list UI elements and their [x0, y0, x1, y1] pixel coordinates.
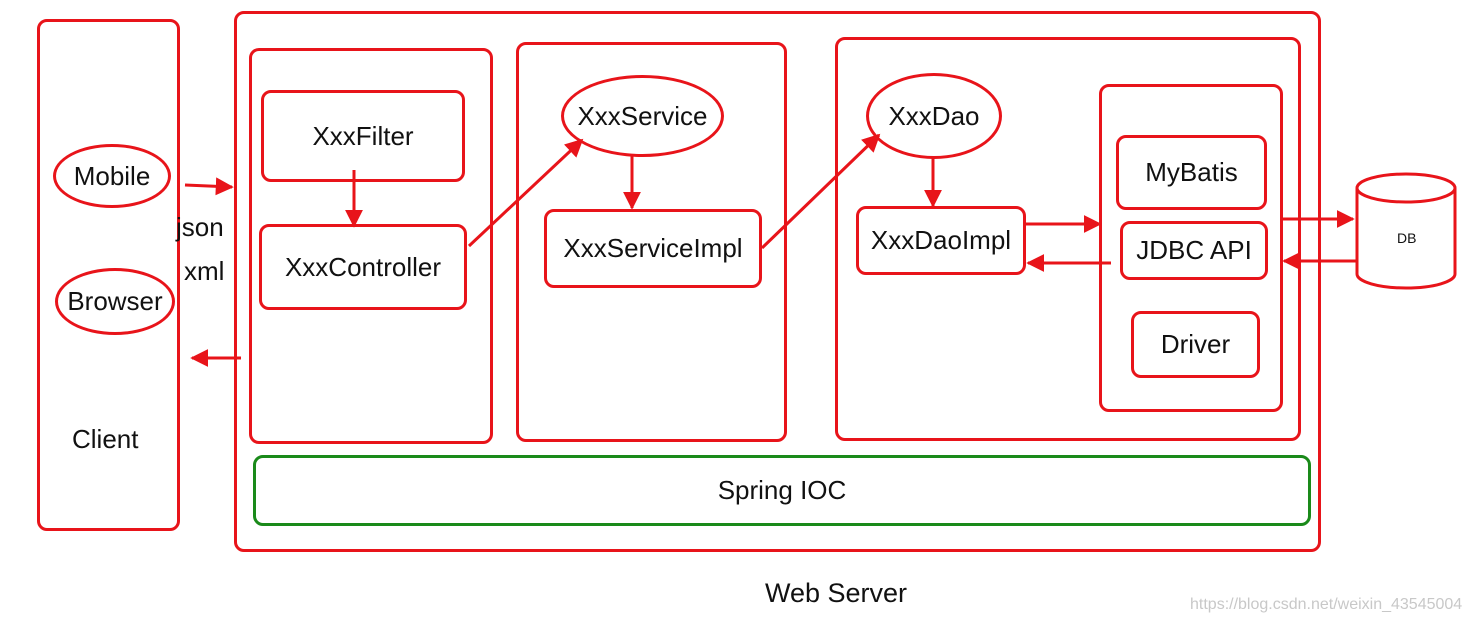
browser-node: Browser [55, 268, 175, 335]
spring-ioc-label: Spring IOC [717, 475, 847, 505]
service-impl-label: XxxServiceImpl [563, 233, 743, 263]
mobile-node: Mobile [53, 144, 171, 208]
service-label: XxxService [577, 100, 708, 131]
dao-impl-node: XxxDaoImpl [856, 206, 1026, 275]
jdbc-label: JDBC API [1136, 235, 1252, 265]
mybatis-node: MyBatis [1116, 135, 1267, 210]
service-impl-node: XxxServiceImpl [544, 209, 762, 288]
filter-label: XxxFilter [312, 120, 414, 151]
service-node: XxxService [561, 75, 724, 157]
controller-label: XxxController [284, 251, 442, 282]
xml-label: xml [184, 256, 225, 286]
db-label: DB [1397, 230, 1417, 246]
mybatis-label: MyBatis [1145, 157, 1238, 187]
watermark-text: https://blog.csdn.net/weixin_43545004 [1190, 596, 1463, 613]
browser-label: Browser [67, 286, 163, 316]
client-label: Client [72, 424, 139, 454]
mobile-label: Mobile [73, 160, 151, 191]
controller-node: XxxController [259, 224, 467, 310]
jdbc-node: JDBC API [1120, 221, 1268, 280]
web-server-caption: Web Server [765, 578, 908, 608]
db-cylinder-icon [1355, 172, 1457, 290]
dao-label: XxxDao [888, 100, 980, 131]
dao-node: XxxDao [866, 73, 1002, 159]
arrow-client-to-server [184, 177, 234, 196]
filter-node: XxxFilter [261, 90, 465, 182]
json-label: json [176, 212, 224, 242]
spring-ioc-bar: Spring IOC [253, 455, 1311, 526]
dao-impl-label: XxxDaoImpl [870, 225, 1012, 255]
driver-node: Driver [1131, 311, 1260, 378]
driver-label: Driver [1160, 329, 1231, 359]
